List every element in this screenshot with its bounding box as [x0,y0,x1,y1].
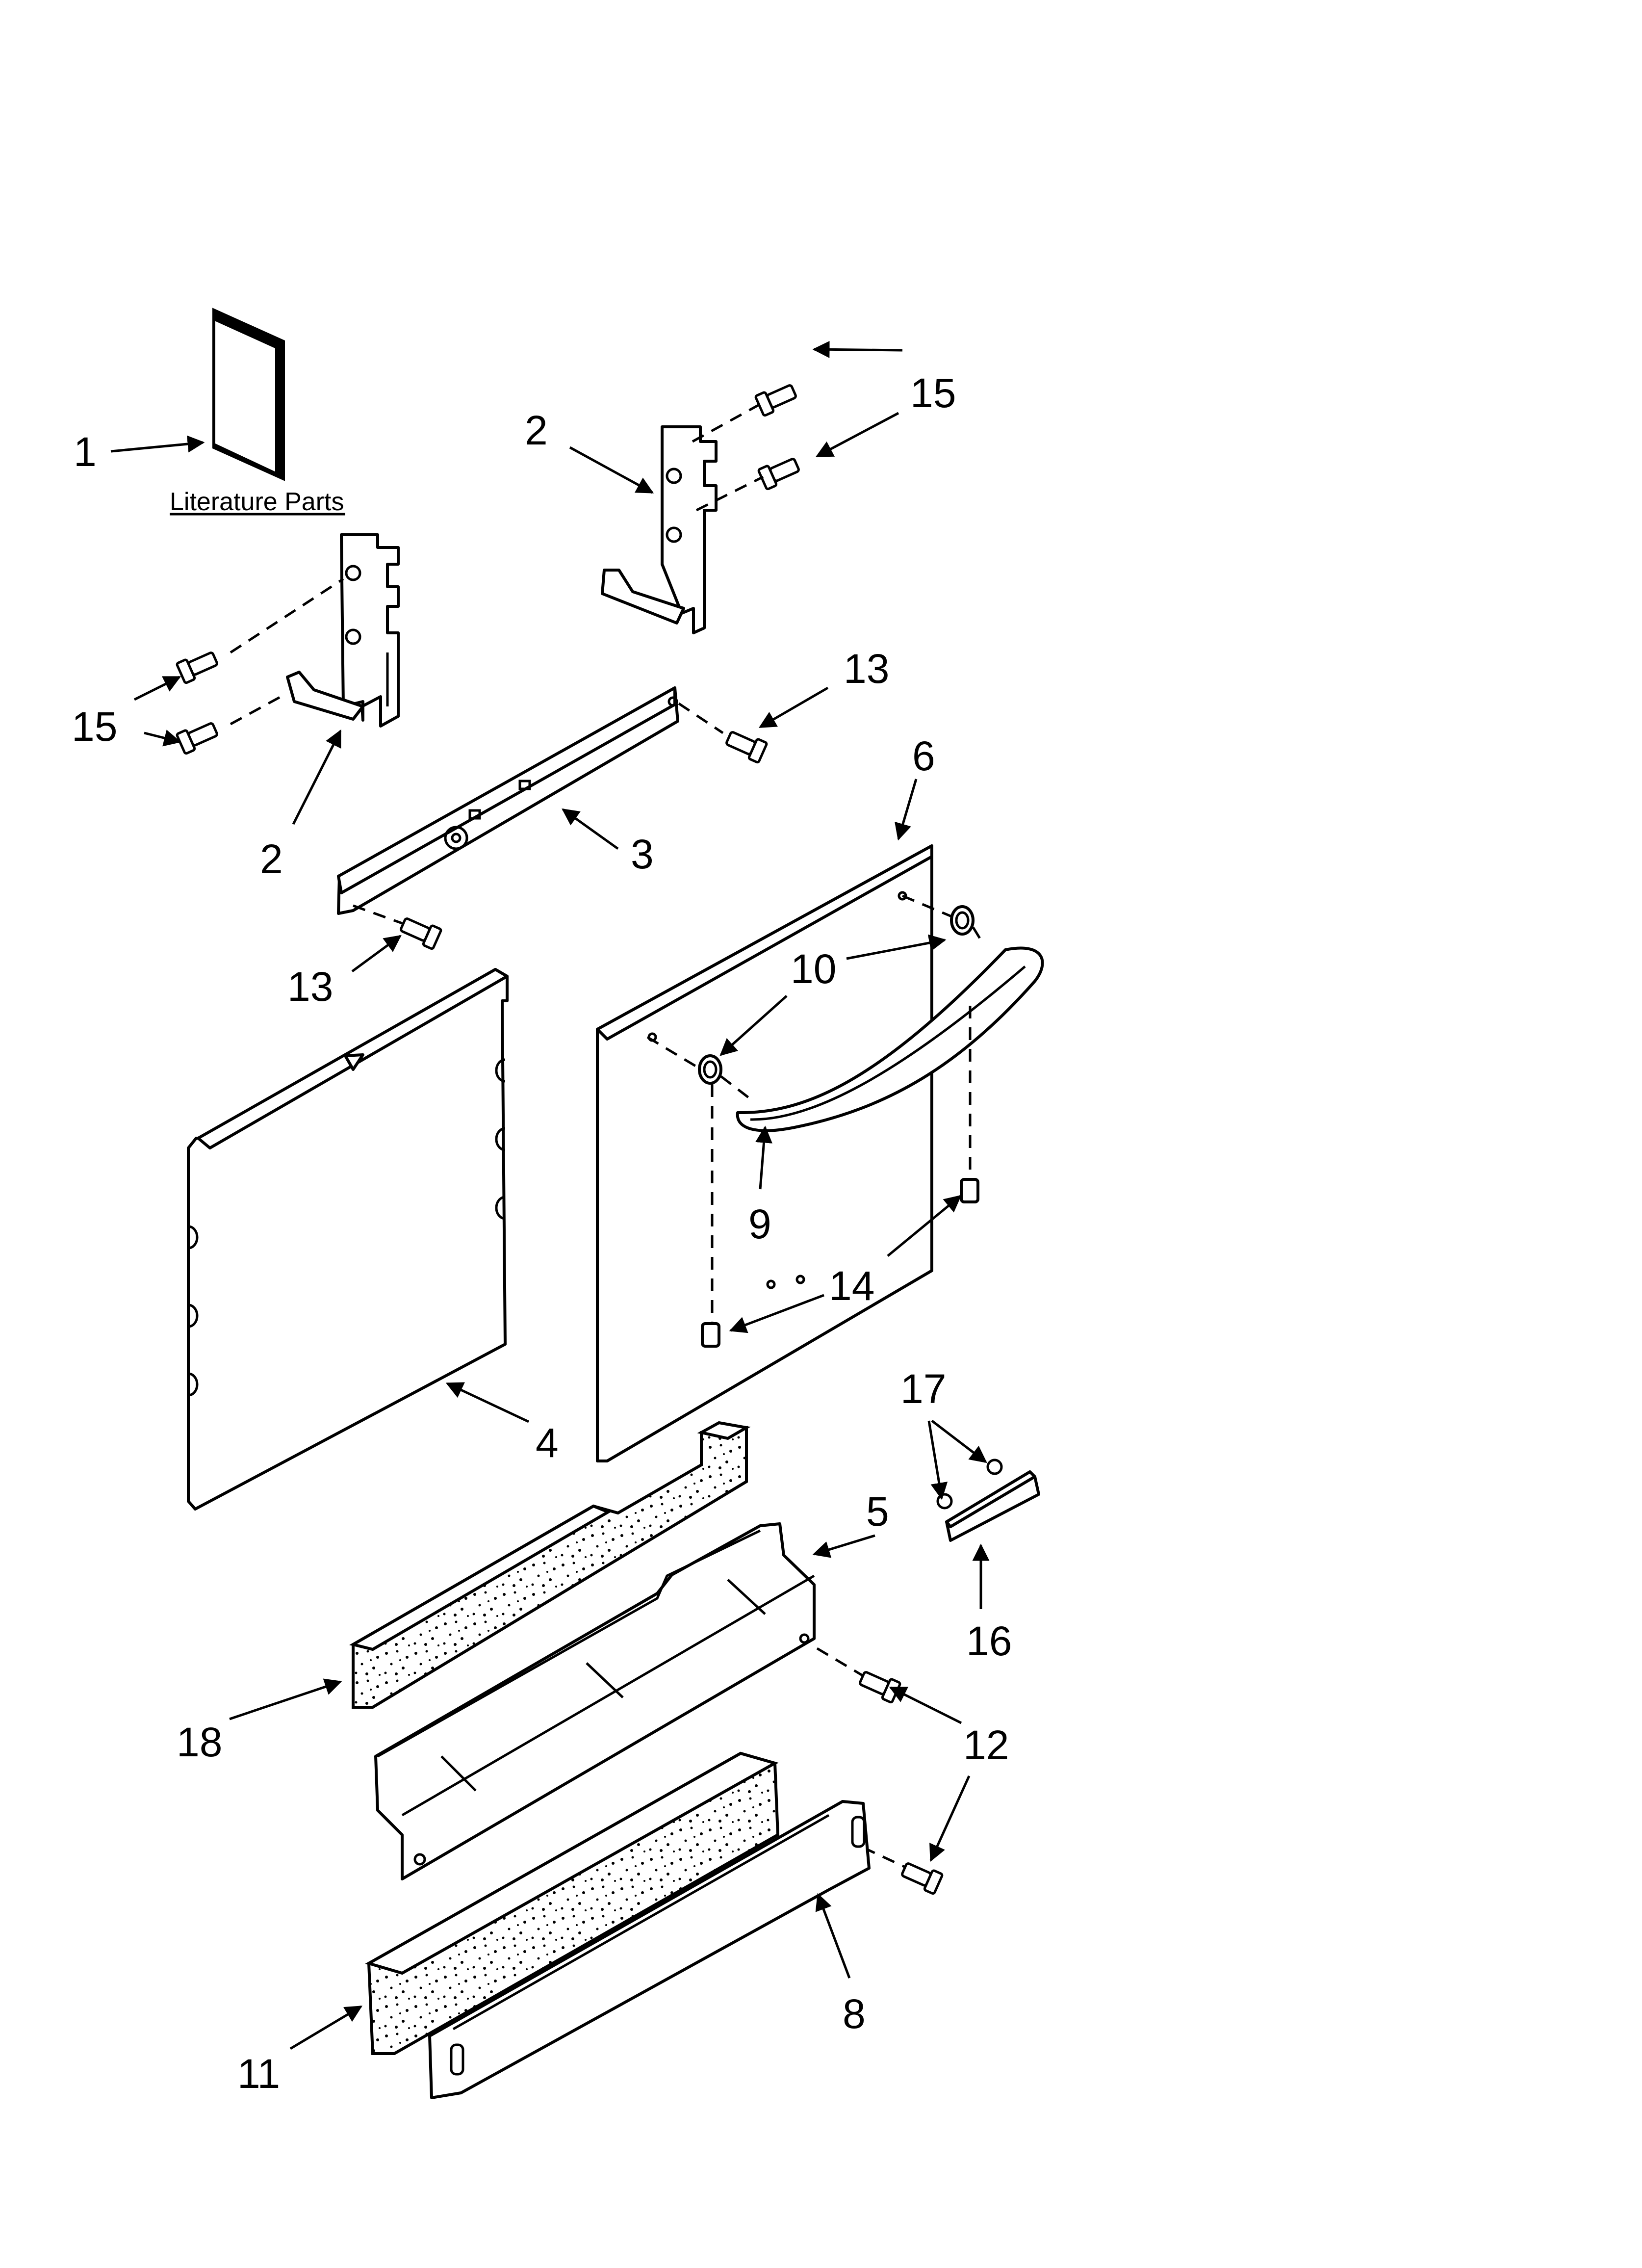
foam-strip-upper [349,1421,751,1709]
side-panel [187,968,509,1511]
badge-and-clips [936,1459,1040,1542]
callout-8: 8 [843,1991,866,2037]
callout-12: 12 [963,1722,1009,1768]
callout-1: 1 [74,429,97,475]
callout-15-lower: 15 [72,704,117,750]
callout-13-upper: 13 [844,646,889,692]
mounting-rail [337,686,679,915]
right-hinge-bracket [601,425,718,634]
callout-14: 14 [829,1263,874,1309]
toe-strip [428,1800,871,2099]
foam-strip-lower [365,1751,780,2055]
callout-6: 6 [912,733,935,779]
callout-5: 5 [866,1488,889,1535]
kickplate-bracket [374,1522,816,1880]
handle-guide-lines [646,894,982,1323]
callout-13-lower: 13 [287,964,333,1010]
callout-18: 18 [177,1719,222,1765]
callout-4: 4 [536,1420,559,1466]
callout-15-upper: 15 [910,370,956,416]
door-handle [736,946,1044,1132]
screw-guide-lines [230,404,906,1869]
callout-leaders [110,340,990,2050]
callout-17: 17 [900,1366,946,1412]
callout-numbers: 1 2 2 3 4 5 6 8 9 10 11 12 13 13 14 15 1… [72,370,1012,2097]
callout-11: 11 [237,2051,280,2097]
callout-10: 10 [791,946,836,992]
left-hinge-bracket [286,533,400,728]
literature-parts-label: Literature Parts [170,488,344,516]
callout-9: 9 [748,1201,771,1247]
callout-2-right-bracket: 2 [525,407,548,453]
handle-grommets [698,905,979,1348]
literature-booklet: Literature Parts [170,308,345,516]
callout-16: 16 [966,1618,1012,1664]
callout-3: 3 [631,831,654,877]
door-panel [596,844,933,1462]
callout-2-left-bracket: 2 [260,836,283,882]
